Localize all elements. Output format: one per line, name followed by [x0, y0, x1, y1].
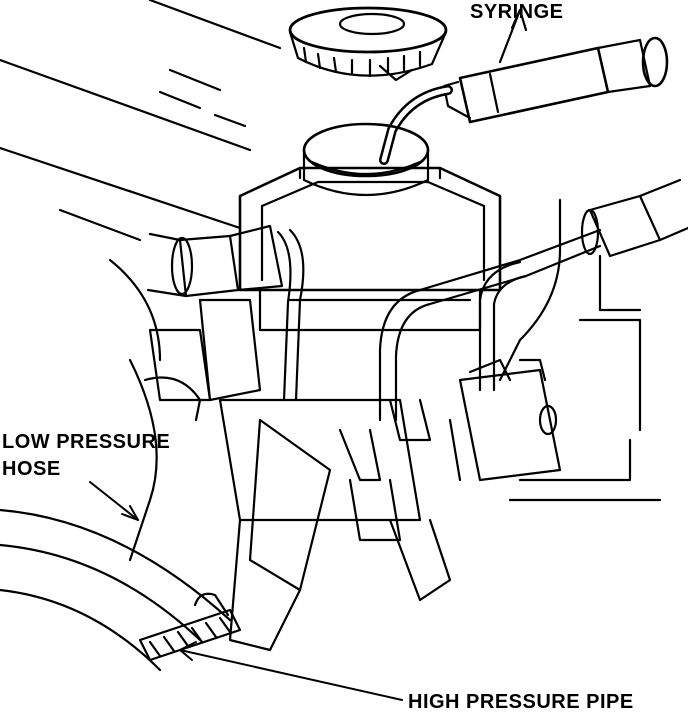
low-pressure-hose-label: LOW PRESSURE	[2, 431, 171, 453]
low-pressure-hose-label-line2: HOSE	[2, 458, 61, 480]
syringe	[444, 10, 667, 122]
pump-body	[220, 400, 450, 650]
high-pressure-pipe-label: HIGH PRESSURE PIPE	[408, 691, 634, 713]
left-fittings	[145, 226, 303, 420]
high-pressure-hose	[140, 594, 240, 660]
fender-curves	[0, 260, 230, 670]
leader-lines	[90, 482, 402, 700]
high-pressure-leader	[180, 650, 402, 700]
reservoir	[240, 124, 500, 330]
metal-lines	[380, 200, 660, 500]
syringe-tube	[384, 90, 448, 160]
hood-panel	[0, 0, 280, 240]
syringe-label: SYRINGE	[470, 1, 564, 23]
control-valve	[450, 360, 560, 480]
right-fitting	[582, 180, 688, 310]
reservoir-cap	[290, 8, 446, 80]
low-pressure-leader	[90, 482, 138, 520]
